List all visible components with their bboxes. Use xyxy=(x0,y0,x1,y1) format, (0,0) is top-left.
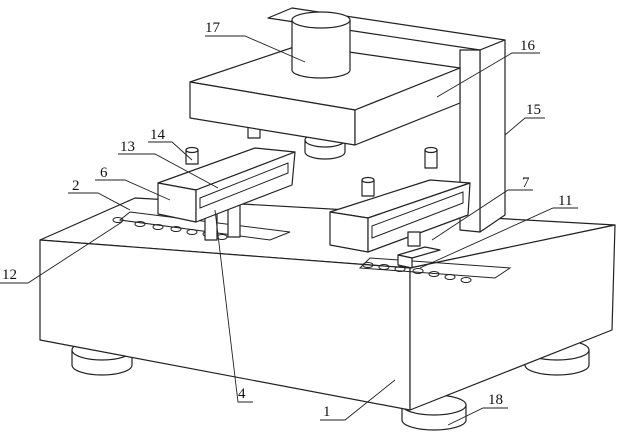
label-17: 17 xyxy=(205,20,221,36)
label-14: 14 xyxy=(150,127,166,143)
cylinder xyxy=(292,12,350,78)
label-2: 2 xyxy=(72,178,80,194)
label-13: 13 xyxy=(120,139,135,155)
label-11: 11 xyxy=(558,193,572,209)
label-4: 4 xyxy=(238,386,246,402)
label-6: 6 xyxy=(100,165,108,181)
label-15: 15 xyxy=(526,102,541,118)
label-16: 16 xyxy=(520,38,536,54)
label-18: 18 xyxy=(488,392,503,408)
label-12: 12 xyxy=(2,267,17,283)
base xyxy=(40,198,615,410)
label-1: 1 xyxy=(323,404,331,420)
label-7: 7 xyxy=(522,175,530,191)
